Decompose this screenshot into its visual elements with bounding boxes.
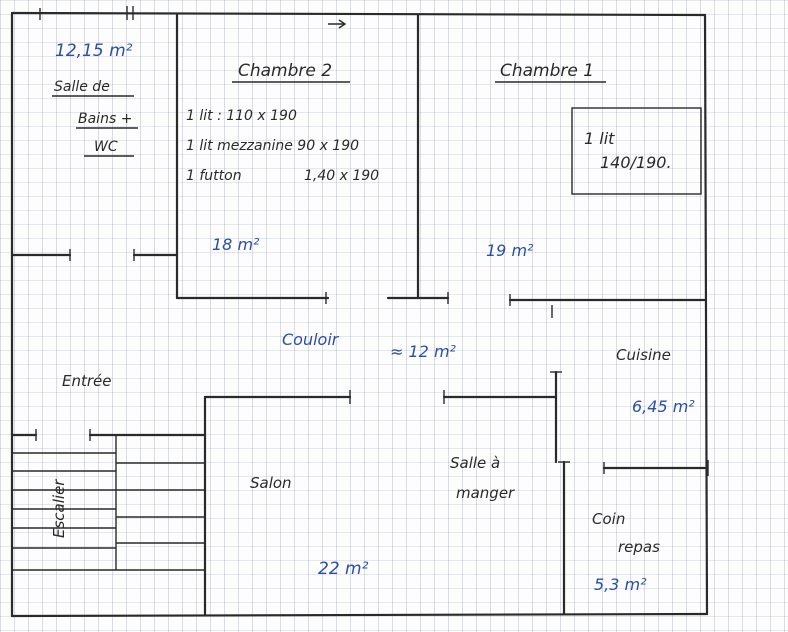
title-underlines	[52, 81, 606, 157]
bathroom-area: 12,15 m²	[55, 41, 133, 61]
meal-corner-line2: repas	[618, 538, 660, 556]
bathroom-label-line1: Salle de	[54, 79, 110, 95]
living-label: Salon	[250, 474, 292, 492]
stairs-label: Escalier	[50, 479, 68, 538]
bedroom1-title: Chambre 1	[500, 61, 594, 81]
bedroom2-bed1: 1 lit : 110 x 190	[186, 108, 297, 124]
meal-corner-area: 5,3 m²	[594, 575, 647, 594]
kitchen-area: 6,45 m²	[632, 397, 695, 416]
corridor-area: ≈ 12 m²	[390, 342, 457, 361]
bedroom1-bed-line2: 140/190.	[600, 153, 672, 172]
corridor-label: Couloir	[282, 330, 340, 349]
dining-label-line1: Salle à	[450, 454, 500, 472]
interior-walls	[10, 13, 709, 616]
living-area: 22 m²	[318, 559, 369, 579]
bedroom2-futon: 1 futton	[186, 168, 242, 184]
bedroom2-area: 18 m²	[212, 235, 260, 254]
bathroom-label-line2: Bains +	[78, 111, 132, 127]
dining-label-line2: manger	[456, 484, 515, 502]
bedroom1-area: 19 m²	[486, 241, 534, 260]
bedroom2-bed2: 1 lit mezzanine 90 x 190	[186, 138, 359, 154]
bedroom1-bed-line1: 1 lit	[584, 129, 615, 148]
stair-steps	[12, 452, 205, 549]
bathroom-label-line3: WC	[94, 139, 118, 155]
bedroom2-futon-size: 1,40 x 190	[304, 168, 379, 184]
outer-walls	[10, 6, 709, 618]
kitchen-label: Cuisine	[616, 346, 671, 364]
entrance-label: Entrée	[62, 372, 112, 390]
meal-corner-line1: Coin	[592, 510, 625, 528]
bedroom2-title: Chambre 2	[238, 61, 332, 81]
